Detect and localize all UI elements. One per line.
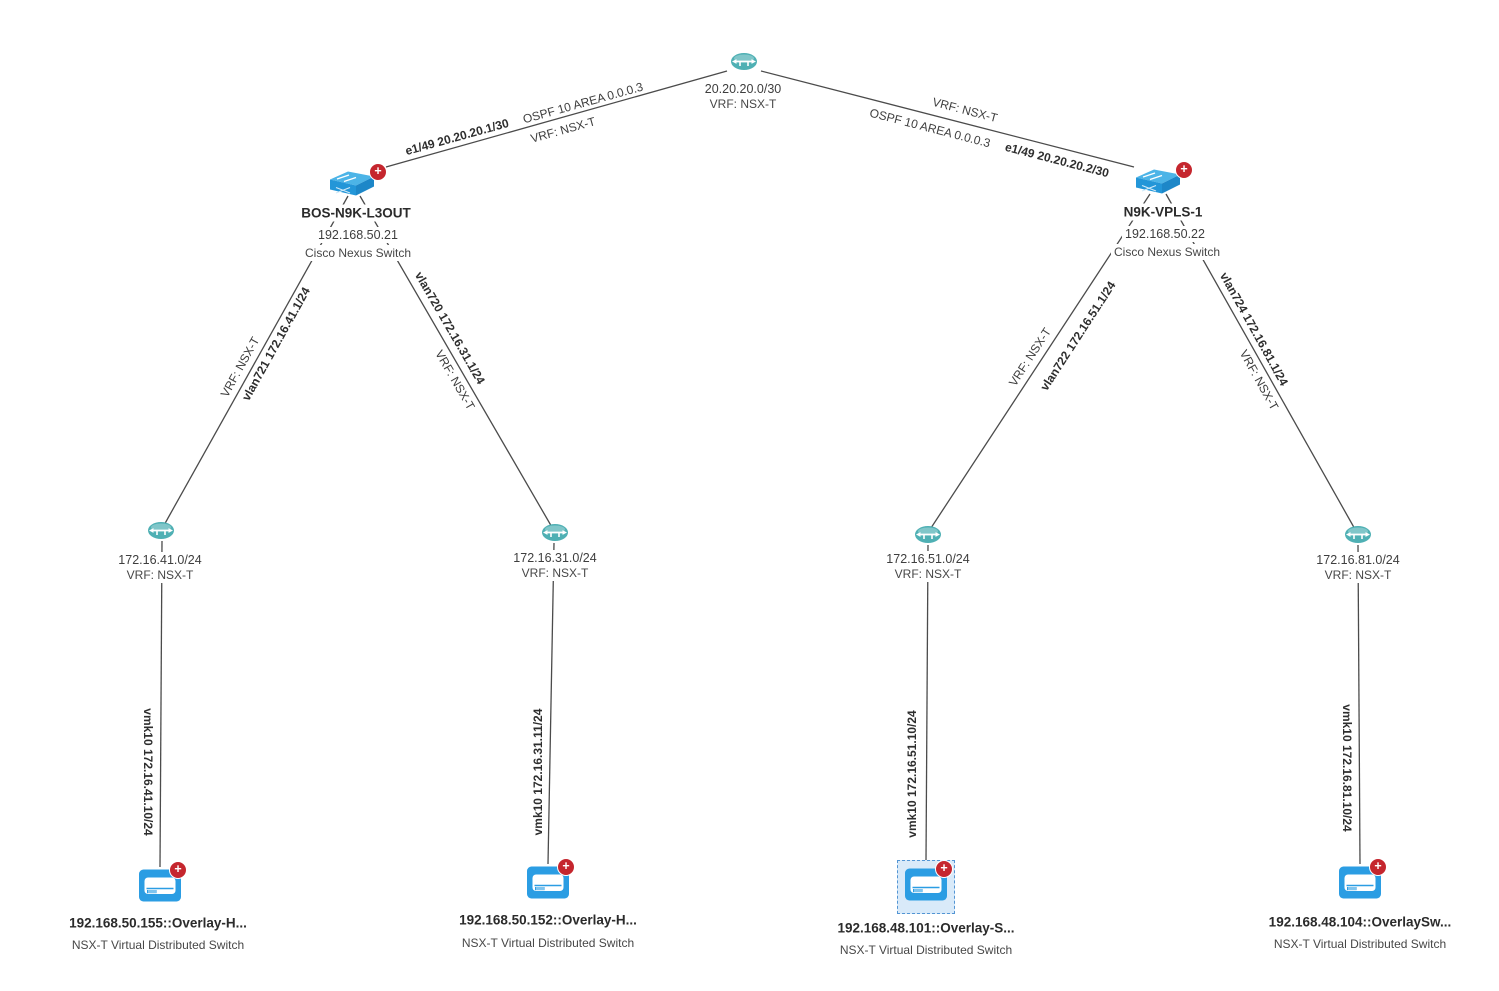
link-label-interface: vmk10 172.16.81.10/24 [1340,704,1354,832]
vds-host-icon-selected[interactable] [905,868,948,906]
link-label-interface: vmk10 172.16.31.11/24 [531,708,545,836]
wan-vrf-label: VRF: NSX-T [706,96,780,112]
cisco-switch-icon[interactable] [1135,168,1181,201]
cisco-switch-icon[interactable] [329,170,375,203]
network-cloud-icon[interactable] [1344,526,1372,549]
edge-net41-host155[interactable] [159,540,163,868]
alert-badge[interactable]: + [369,163,387,181]
host152-type: NSX-T Virtual Distributed Switch [458,935,638,951]
net81-subnet-label: 172.16.81.0/24 [1313,552,1403,568]
alert-badge[interactable]: + [169,861,187,879]
switch-right-name: N9K-VPLS-1 [1120,203,1206,221]
network-cloud-icon[interactable] [541,524,569,547]
host101-type: NSX-T Virtual Distributed Switch [836,942,1016,958]
net31-vrf-label: VRF: NSX-T [518,565,592,581]
switch-left-name: BOS-N9K-L3OUT [298,204,414,222]
network-cloud-icon[interactable] [730,53,758,76]
link-label-interface: vmk10 172.16.41.10/24 [141,708,155,836]
net31-subnet-label: 172.16.31.0/24 [510,550,600,566]
wan-subnet-label: 20.20.20.0/30 [701,81,785,97]
alert-badge[interactable]: + [1369,858,1387,876]
host155-type: NSX-T Virtual Distributed Switch [68,937,248,953]
switch-left-ip: 192.168.50.21 [315,227,401,243]
net81-vrf-label: VRF: NSX-T [1321,567,1395,583]
edge-net51-host101[interactable] [925,544,929,862]
host104-name: 192.168.48.104::OverlaySw... [1265,913,1455,931]
net41-subnet-label: 172.16.41.0/24 [115,552,205,568]
edge-switchleft-wan[interactable] [385,70,728,168]
net51-vrf-label: VRF: NSX-T [891,566,965,582]
edge-wan-switchright[interactable] [760,70,1135,168]
network-cloud-icon[interactable] [147,522,175,545]
alert-badge[interactable]: + [1175,161,1193,179]
net51-subnet-label: 172.16.51.0/24 [883,551,973,567]
switch-right-type: Cisco Nexus Switch [1110,244,1224,260]
network-cloud-icon[interactable] [914,526,942,549]
net41-vrf-label: VRF: NSX-T [123,567,197,583]
vds-host-icon[interactable] [527,866,570,904]
vds-host-icon[interactable] [139,869,182,907]
host101-name: 192.168.48.101::Overlay-S... [834,919,1018,937]
switch-right-ip: 192.168.50.22 [1122,226,1208,242]
vds-host-icon[interactable] [1339,866,1382,904]
host152-name: 192.168.50.152::Overlay-H... [456,911,640,929]
host104-type: NSX-T Virtual Distributed Switch [1270,936,1450,952]
alert-badge[interactable]: + [935,860,953,878]
link-label-interface: vmk10 172.16.51.10/24 [905,710,919,838]
switch-left-type: Cisco Nexus Switch [301,245,415,261]
edge-net81-host104[interactable] [1357,544,1361,865]
alert-badge[interactable]: + [557,858,575,876]
host155-name: 192.168.50.155::Overlay-H... [66,914,250,932]
edge-net31-host152[interactable] [547,542,555,865]
